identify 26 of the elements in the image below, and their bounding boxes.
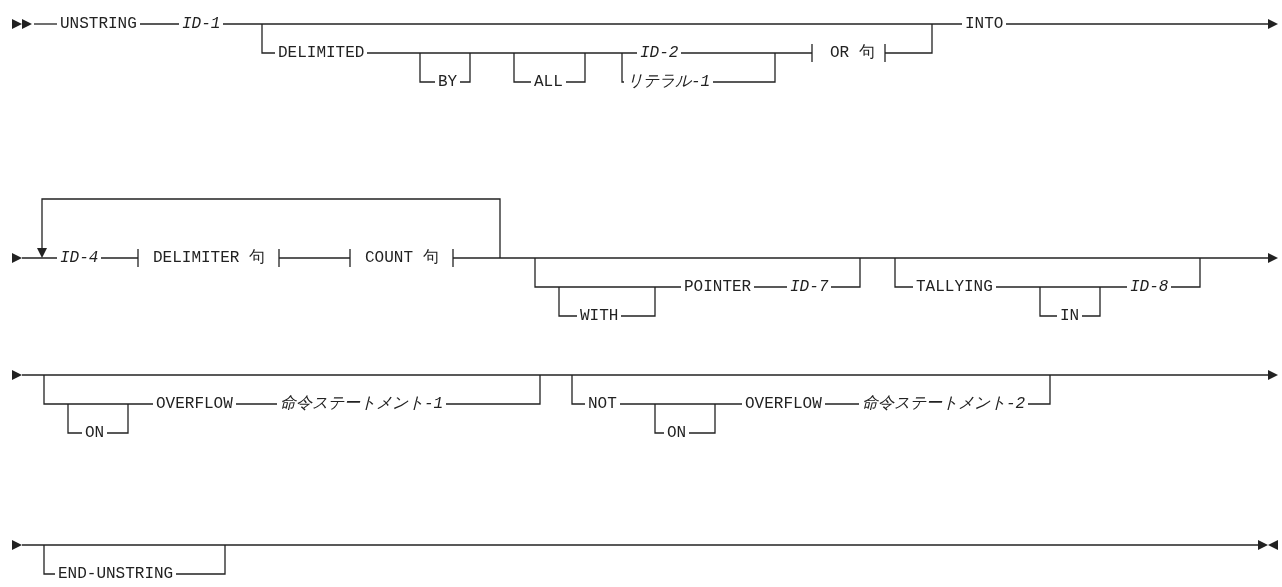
syntax-keyword: WITH bbox=[580, 306, 619, 326]
syntax-keyword: POINTER bbox=[684, 277, 752, 297]
syntax-fragment-reference: COUNT 句 bbox=[365, 248, 439, 268]
syntax-keyword: IN bbox=[1060, 306, 1080, 326]
syntax-keyword: END-UNSTRING bbox=[58, 564, 174, 584]
syntax-keyword: ALL bbox=[534, 72, 563, 92]
syntax-variable: ID-1 bbox=[182, 14, 221, 34]
syntax-fragment-reference: DELIMITER 句 bbox=[153, 248, 265, 268]
syntax-variable: ID-2 bbox=[640, 43, 679, 63]
syntax-keyword: DELIMITED bbox=[278, 43, 365, 63]
syntax-keyword: TALLYING bbox=[916, 277, 993, 297]
syntax-keyword: BY bbox=[438, 72, 458, 92]
syntax-variable: ID-4 bbox=[60, 248, 99, 268]
syntax-keyword: OVERFLOW bbox=[745, 394, 822, 414]
syntax-variable: ID-7 bbox=[790, 277, 829, 297]
syntax-keyword: ON bbox=[667, 423, 687, 443]
syntax-keyword: NOT bbox=[588, 394, 617, 414]
syntax-keyword: OVERFLOW bbox=[156, 394, 233, 414]
syntax-variable: 命令ステートメント-1 bbox=[280, 394, 444, 414]
syntax-variable: ID-8 bbox=[1130, 277, 1169, 297]
syntax-variable: リテラル-1 bbox=[627, 72, 711, 92]
syntax-fragment-reference: OR 句 bbox=[830, 43, 875, 63]
syntax-keyword: ON bbox=[85, 423, 105, 443]
syntax-keyword: UNSTRING bbox=[60, 14, 137, 34]
syntax-variable: 命令ステートメント-2 bbox=[862, 394, 1026, 414]
syntax-keyword: INTO bbox=[965, 14, 1004, 34]
